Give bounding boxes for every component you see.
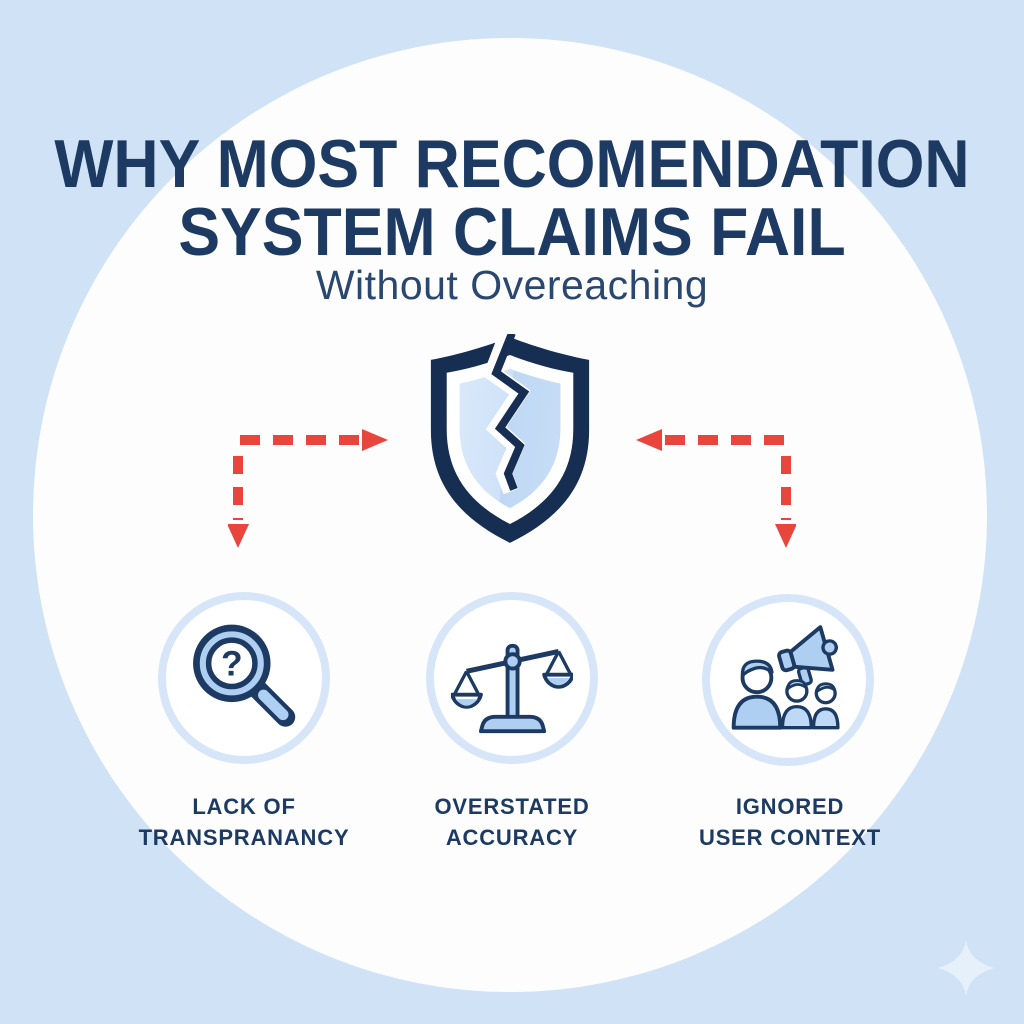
title-line-1: WHY MOST RECOMENDATION (54, 126, 970, 202)
label-line: LACK OF (192, 794, 296, 819)
label-line: TRANSPRANANCY (138, 824, 350, 850)
label-line: ACCURACY (445, 824, 579, 850)
title-line-2: SYSTEM CLAIMS FAIL (178, 194, 846, 270)
sparkle-icon (938, 940, 994, 996)
broken-shield-svg (430, 328, 590, 543)
label-overstated-accuracy: OVERSTATED ACCURACY (372, 792, 652, 854)
dashed-arrow-right-svg (636, 429, 797, 548)
megaphone-icon (777, 625, 838, 687)
page-title: WHY MOST RECOMENDATION SYSTEM CLAIMS FAI… (41, 130, 983, 266)
balance-scale-icon (451, 643, 573, 734)
people-megaphone-icon (731, 625, 840, 730)
page-subtitle: Without Overeaching (315, 262, 709, 308)
item-circle-accuracy (426, 592, 598, 764)
broken-shield-icon (421, 328, 599, 546)
dashed-arrow-left-svg (227, 429, 388, 548)
label-lack-of-transparency: LACK OF TRANSPRANANCY (104, 792, 384, 854)
label-line: OVERSTATED (434, 794, 590, 819)
dashed-arrow-right (626, 426, 797, 554)
question-mark-glyph: ? (221, 645, 243, 684)
label-line: USER CONTEXT (699, 824, 881, 850)
label-ignored-user-context: IGNORED USER CONTEXT (650, 792, 930, 854)
dashed-arrow-left (227, 426, 398, 554)
label-line: IGNORED (735, 794, 845, 819)
item-circle-user-context (702, 594, 874, 766)
item-circle-transparency: ? (158, 592, 330, 764)
magnifier-question-icon: ? (193, 624, 296, 727)
